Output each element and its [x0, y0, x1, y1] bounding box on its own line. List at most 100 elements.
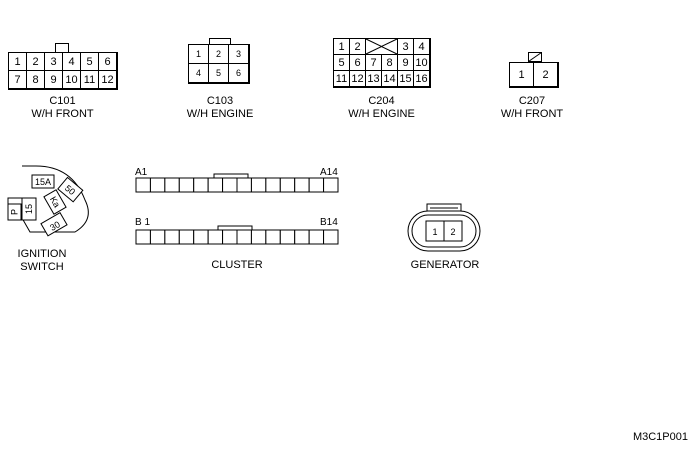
- c101-pin: 3: [45, 53, 63, 71]
- ignition-terminal-ka: Ka: [48, 195, 62, 210]
- c204-pin: 8: [382, 55, 398, 71]
- ignition-terminal-p: P: [10, 209, 20, 215]
- cluster-pin: [236, 229, 252, 245]
- cluster-row-a-end-label: A14: [320, 167, 338, 178]
- generator-pin: 1: [432, 227, 437, 237]
- c204-pin: 12: [350, 71, 366, 87]
- c204-pin: 1: [334, 39, 350, 55]
- c204-pin: 7: [366, 55, 382, 71]
- cluster-pin: [279, 177, 296, 193]
- c204-pin: 13: [366, 71, 382, 87]
- cluster-pin: [294, 177, 310, 193]
- ignition-switch-label: IGNITION SWITCH: [2, 248, 82, 274]
- c101-desc: W/H FRONT: [31, 108, 94, 120]
- cluster-row-a: [135, 173, 339, 193]
- cluster-pin: [265, 177, 281, 193]
- c101-locking-tab: [55, 43, 69, 53]
- c103-pin: 1: [189, 45, 209, 64]
- c103-code: C103: [206, 95, 234, 107]
- c204-pin: 9: [398, 55, 414, 71]
- c207-locking-tab: [528, 52, 542, 62]
- cluster-pin: [164, 177, 180, 193]
- c204-code: C204: [368, 95, 395, 107]
- c204-pin: 15: [398, 71, 414, 87]
- generator-pin: 2: [450, 227, 455, 237]
- c204-pin: 3: [398, 39, 414, 55]
- c103-pin: 6: [229, 64, 249, 83]
- cluster-row-a-start-label: A1: [135, 167, 148, 178]
- cluster-locking-tab: [213, 173, 249, 179]
- cluster-pin: [178, 177, 195, 193]
- ignition-terminal-15: 15: [24, 204, 34, 214]
- c101-pin: 11: [81, 71, 99, 89]
- c204-pin: 11: [334, 71, 350, 87]
- generator-label: GENERATOR: [410, 259, 480, 271]
- cluster-row-b-end-label: B14: [320, 217, 338, 228]
- c204-pin: 2: [350, 39, 366, 55]
- cluster-pin: [178, 229, 195, 245]
- cluster-pin: [193, 229, 209, 245]
- cluster-pin: [135, 177, 151, 193]
- c103-locking-tab: [209, 38, 231, 45]
- c204-pin: 5: [334, 55, 350, 71]
- c103-pin: 4: [189, 64, 209, 83]
- c101-pin: 7: [9, 71, 27, 89]
- c101-pin: 6: [99, 53, 117, 71]
- cluster-pin: [149, 177, 166, 193]
- cluster-label: CLUSTER: [211, 259, 263, 271]
- cluster-pin: [207, 229, 224, 245]
- c204-label: C204 W/H ENGINE: [333, 95, 430, 121]
- cluster-pin: [236, 177, 252, 193]
- c101-pin: 12: [99, 71, 117, 89]
- cluster-pin: [250, 177, 267, 193]
- c101-pin: 9: [45, 71, 63, 89]
- cluster-pin: [308, 229, 325, 245]
- c101-pin: 2: [27, 53, 45, 71]
- c103-pin: 2: [209, 45, 229, 64]
- cluster-pin: [207, 177, 224, 193]
- generator-body: 1 2: [407, 203, 481, 252]
- cluster-pin: [323, 177, 339, 193]
- c204-pin-grid: 1 2 3 4 5 6 7 8 9 10 11 12 13 14 15 16: [333, 38, 431, 88]
- ignition-terminal-50: 50: [63, 183, 77, 197]
- cluster-locking-tab: [217, 225, 253, 231]
- cluster-pin: [250, 229, 267, 245]
- cluster-pin: [164, 229, 180, 245]
- cluster-row-b: [135, 225, 339, 245]
- c204-pin: 4: [414, 39, 430, 55]
- cluster-pin: [308, 177, 325, 193]
- c207-pin: 1: [510, 63, 534, 87]
- c101-pin: 4: [63, 53, 81, 71]
- c101-pin: 1: [9, 53, 27, 71]
- cluster-pin: [193, 177, 209, 193]
- c207-pin: 2: [534, 63, 558, 87]
- c204-pin: 10: [414, 55, 430, 71]
- c204-desc: W/H ENGINE: [348, 108, 415, 120]
- c101-label: C101 W/H FRONT: [8, 95, 117, 121]
- c103-pin: 3: [229, 45, 249, 64]
- c103-desc: W/H ENGINE: [186, 108, 254, 120]
- c207-label: C207 W/H FRONT: [482, 95, 582, 121]
- c101-pin: 10: [63, 71, 81, 89]
- c204-pin: 6: [350, 55, 366, 71]
- cluster-pin: [222, 177, 238, 193]
- cluster-pin: [279, 229, 296, 245]
- c103-pin: 5: [209, 64, 229, 83]
- c101-code: C101: [49, 95, 76, 107]
- c204-blank-cavity: [365, 38, 398, 55]
- c101-pin: 8: [27, 71, 45, 89]
- ignition-terminal-15a: 15A: [35, 177, 51, 187]
- cluster-row-b-start-label: B 1: [135, 217, 151, 228]
- cluster-pin: [265, 229, 281, 245]
- c204-pin: 14: [382, 71, 398, 87]
- ignition-terminal-30: 30: [48, 219, 62, 233]
- c101-pin: 5: [81, 53, 99, 71]
- c101-pin-grid: 1 2 3 4 5 6 7 8 9 10 11 12: [8, 52, 118, 90]
- c103-pin-grid: 1 2 3 4 5 6: [188, 44, 250, 84]
- cluster-pin: [323, 229, 339, 245]
- c204-cross-mark: [365, 38, 398, 55]
- c207-code: C207: [518, 95, 546, 107]
- cluster-pin: [294, 229, 310, 245]
- cluster-pin-rows: [135, 173, 339, 245]
- ignition-switch-diagram: 15A 50 Ka P 15 30: [7, 165, 89, 237]
